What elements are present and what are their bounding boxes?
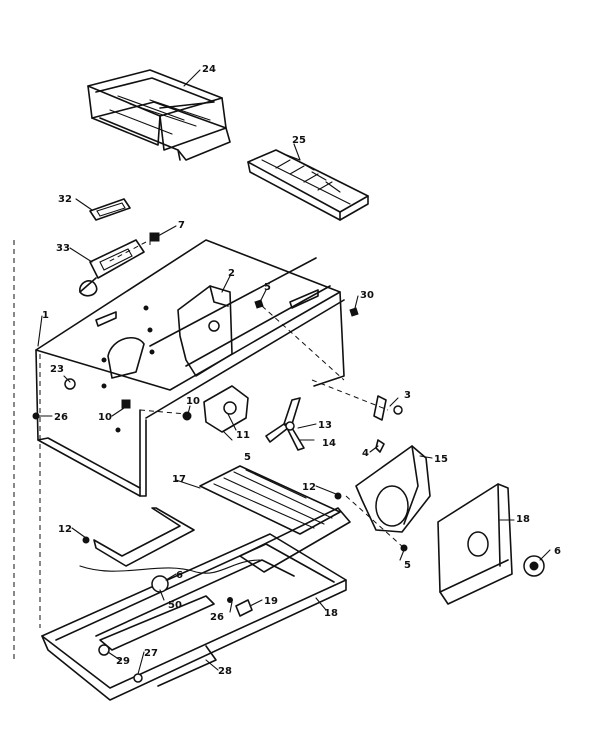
callout-19: 19 bbox=[264, 596, 278, 607]
callout-labels: 24 25 32 7 33 1 2 5 30 23 26 10 10 11 5 … bbox=[42, 64, 561, 677]
callout-18-panel: 18 bbox=[516, 514, 530, 525]
part-7-screw bbox=[149, 232, 160, 242]
callout-33: 33 bbox=[56, 243, 70, 254]
callout-14: 14 bbox=[322, 438, 336, 449]
callout-6-knob: 6 bbox=[554, 546, 561, 557]
callout-15: 15 bbox=[434, 454, 448, 465]
part-2-shroud bbox=[177, 285, 233, 377]
callout-13: 13 bbox=[318, 420, 332, 431]
part-10-screw-left bbox=[121, 399, 131, 409]
leader-lines bbox=[37, 69, 551, 675]
part-18-rear-panel bbox=[437, 483, 513, 605]
part-24-wire-rack bbox=[87, 69, 231, 161]
part-13-fan-blade bbox=[265, 397, 305, 451]
callout-4: 4 bbox=[362, 448, 369, 459]
screw-part-5-top bbox=[254, 299, 264, 309]
part-33-duct-cover bbox=[79, 239, 145, 297]
callout-5-mid: 5 bbox=[244, 452, 251, 463]
callout-5-lower: 5 bbox=[404, 560, 411, 571]
callout-11: 11 bbox=[236, 430, 250, 441]
callout-27: 27 bbox=[144, 648, 158, 659]
part-3-bracket bbox=[373, 395, 403, 421]
callout-32: 32 bbox=[58, 194, 72, 205]
callout-17: 17 bbox=[172, 474, 186, 485]
callout-28: 28 bbox=[218, 666, 232, 677]
callout-7: 7 bbox=[178, 220, 185, 231]
part-12-screw-left bbox=[82, 536, 90, 544]
part-10-screw-right bbox=[182, 411, 192, 421]
callout-18-pan: 18 bbox=[324, 608, 338, 619]
callout-23: 23 bbox=[50, 364, 64, 375]
part-23-clip bbox=[64, 378, 76, 390]
part-12-screw-right bbox=[334, 492, 342, 500]
part-11-motor bbox=[203, 385, 249, 433]
callout-24: 24 bbox=[202, 64, 216, 75]
callout-3: 3 bbox=[404, 390, 411, 401]
callout-30: 30 bbox=[360, 290, 374, 301]
callout-26-left: 26 bbox=[54, 412, 68, 423]
callout-50: 50 bbox=[168, 600, 182, 611]
part-19-clip bbox=[235, 599, 253, 617]
callout-10-left: 10 bbox=[98, 412, 112, 423]
callout-12-left: 12 bbox=[58, 524, 72, 535]
callout-25: 25 bbox=[292, 135, 306, 146]
part-6-knob bbox=[523, 555, 545, 577]
callout-29: 29 bbox=[116, 656, 130, 667]
part-25-ice-tray bbox=[247, 149, 369, 221]
part-4-clip bbox=[375, 439, 385, 453]
part-15-fan-housing bbox=[355, 445, 431, 533]
callout-6-pan: 6 bbox=[176, 570, 183, 581]
callout-1: 1 bbox=[42, 310, 49, 321]
part-18-base-pan bbox=[41, 507, 351, 701]
part-26-screw-lower bbox=[227, 597, 233, 603]
callout-10-right: 10 bbox=[186, 396, 200, 407]
part-1-housing bbox=[35, 239, 345, 497]
alignment-lines bbox=[13, 240, 405, 660]
callout-5-top: 5 bbox=[264, 282, 271, 293]
callout-2: 2 bbox=[228, 268, 235, 279]
part-17-evaporator bbox=[93, 465, 341, 567]
part-32-gasket bbox=[89, 198, 131, 221]
callout-12-right: 12 bbox=[302, 482, 316, 493]
callout-26-lower: 26 bbox=[210, 612, 224, 623]
